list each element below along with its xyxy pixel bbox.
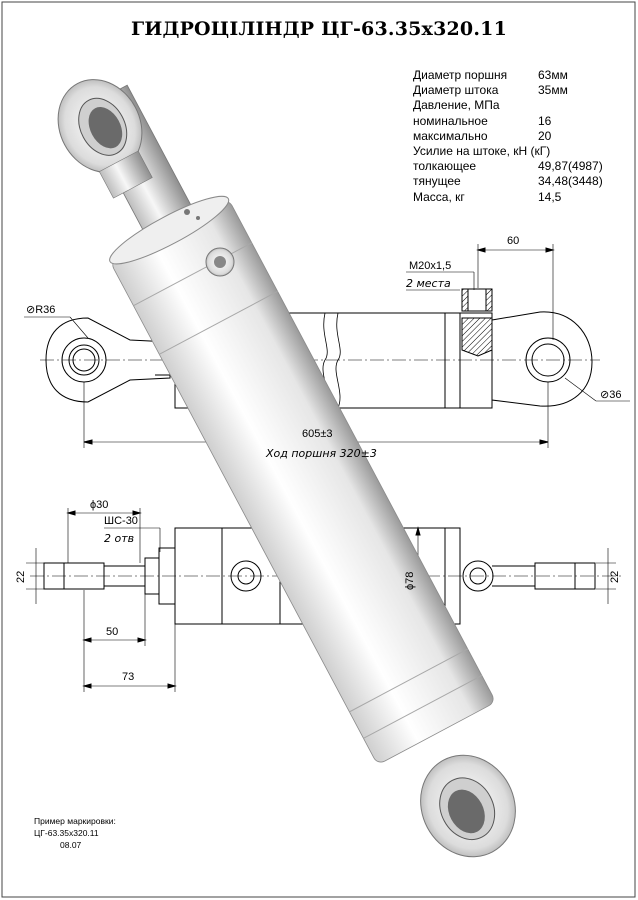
dim-stroke: Ход поршня 320±3: [265, 447, 377, 460]
spec-value: 16: [538, 113, 552, 128]
spec-label: максимально: [413, 128, 488, 143]
lower-eye: [420, 754, 516, 858]
dim-bushing: ШС-30: [104, 515, 138, 527]
spec-label: Усилие на штоке, кН (кГ): [413, 143, 551, 158]
spec-row: Давление, МПа: [413, 98, 623, 113]
spec-row: максимально 20: [413, 129, 623, 144]
spec-label: номинальное: [413, 113, 488, 128]
spec-label: толкающее: [413, 159, 477, 174]
isometric-cylinder: [57, 79, 516, 858]
marking-code: ЦГ-63.35х320.11: [34, 828, 99, 838]
dim-50: 50: [106, 626, 118, 638]
dim-60: 60: [507, 235, 519, 247]
dimension-labels: 60 M20x1,5 2 места ⊘R36 ⊘36 605±3 Ход по…: [15, 235, 621, 683]
dim-dia-right: ⊘36: [600, 389, 621, 401]
spec-row: номинальное 16: [413, 114, 623, 129]
dim-thread-count: 2 места: [406, 277, 451, 290]
dim-dia30: ϕ30: [90, 499, 108, 511]
spec-value: 20: [538, 128, 552, 143]
spec-row: толкающее 49,87(4987): [413, 159, 623, 174]
spec-value: 49,87(4987): [538, 159, 603, 174]
dim-thread: M20x1,5: [409, 260, 451, 272]
drawing-title: ГИДРОЦІЛІНДР ЦГ-63.35х320.11: [131, 18, 507, 40]
spec-label: Масса, кг: [413, 189, 465, 204]
spec-row: Масса, кг 14,5: [413, 190, 623, 205]
spec-label: тянущее: [413, 174, 461, 189]
spec-row: Усилие на штоке, кН (кГ): [413, 144, 623, 159]
marking-date: 08.07: [60, 840, 82, 850]
upper-eye: [57, 79, 153, 199]
spec-value: 63мм: [538, 68, 568, 82]
dim-bushing-count: 2 отв: [104, 532, 134, 545]
spec-label: Диаметр штока: [413, 83, 499, 98]
dim-total-length: 605±3: [302, 428, 333, 440]
marking-example: Пример маркировки: ЦГ-63.35х320.11 08.07: [34, 815, 116, 851]
dim-73: 73: [122, 671, 134, 683]
spec-row: Диаметр поршня 63мм: [413, 68, 623, 83]
spec-label: Давление, МПа: [413, 98, 500, 113]
spec-value: 34,48(3448): [538, 174, 603, 189]
marking-heading: Пример маркировки:: [34, 816, 116, 826]
dim-height-left: 22: [15, 571, 27, 583]
spec-row: Диаметр штока 35мм: [413, 83, 623, 98]
spec-value: 35мм: [538, 83, 568, 98]
spec-row: тянущее 34,48(3448): [413, 174, 623, 189]
dim-height-right: 22: [609, 571, 621, 583]
specifications-table: Диаметр поршня 63мм Диаметр штока 35мм Дав…: [413, 68, 623, 205]
spec-label: Диаметр поршня: [413, 68, 508, 82]
dim-dia78: ϕ78: [404, 572, 416, 590]
spec-value: 14,5: [538, 189, 562, 204]
dim-radius-left: ⊘R36: [26, 304, 55, 316]
